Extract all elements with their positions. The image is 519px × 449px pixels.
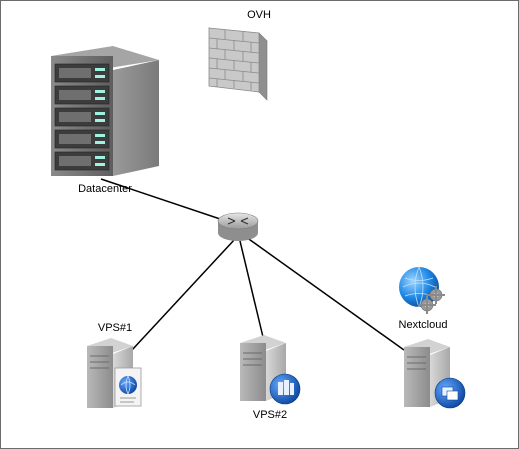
datacenter-label: Datacenter [78, 183, 132, 195]
connections [100, 178, 405, 351]
vps1-label: VPS#1 [97, 322, 133, 334]
storage-badge-icon [269, 373, 301, 405]
database-server-icon [240, 335, 301, 405]
vps2-label: VPS#2 [252, 409, 288, 421]
firewall-icon [208, 27, 268, 101]
connection-router-nextcloud [245, 236, 405, 351]
web-server-icon [87, 338, 142, 408]
server-rack-icon [51, 46, 159, 176]
connection-router-vps2 [239, 240, 264, 338]
nextcloud-label: Nextcloud [398, 319, 448, 331]
router-icon [217, 212, 259, 241]
windows-badge-icon [434, 377, 466, 409]
connection-router-vps1 [131, 238, 236, 351]
globe-gears-icon [399, 266, 445, 314]
file-server-icon [404, 339, 466, 409]
firewall-label: OVH [247, 9, 271, 21]
connection-datacenter-router [100, 178, 239, 226]
document-globe-badge-icon [114, 367, 142, 407]
